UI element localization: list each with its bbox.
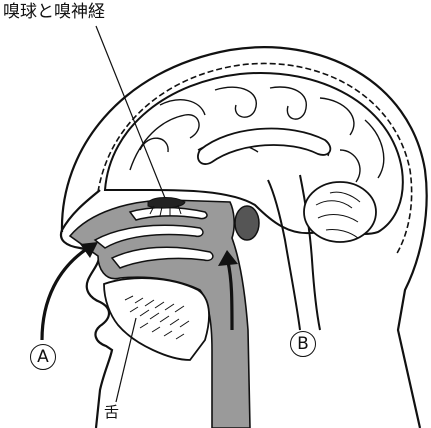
marker-a: A (30, 344, 56, 370)
marker-b: B (290, 331, 316, 357)
olfactory-bulb-nerve-label: 嗅球と嗅神経 (3, 4, 105, 21)
cerebellum (304, 182, 376, 242)
pituitary (235, 206, 259, 240)
arrow-a-path (42, 248, 88, 340)
palate (104, 278, 209, 360)
tongue-label: 舌 (104, 405, 119, 420)
